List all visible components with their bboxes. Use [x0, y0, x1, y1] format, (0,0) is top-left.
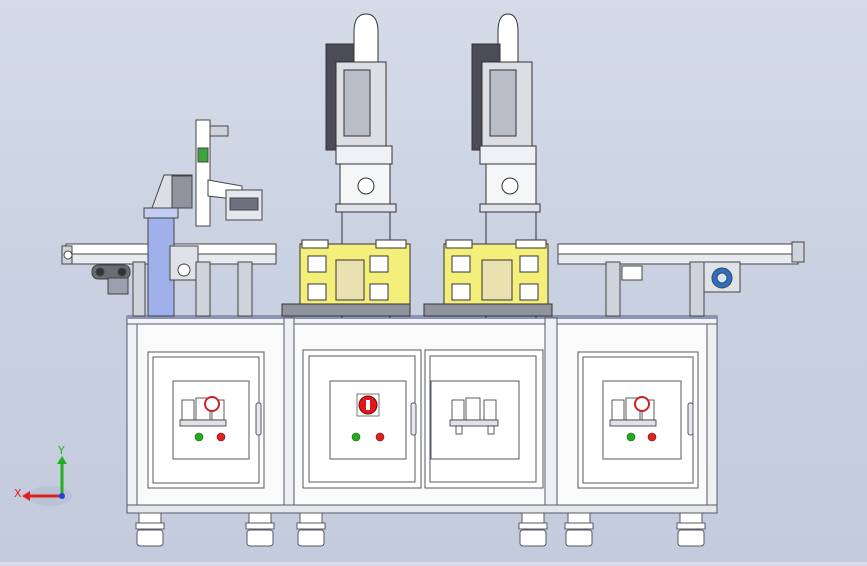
axis-x-label: X — [14, 487, 22, 500]
right-conveyor[interactable] — [557, 241, 805, 317]
red-stop-button[interactable] — [375, 432, 385, 442]
valve-red-knob — [204, 396, 220, 412]
green-start-button[interactable] — [194, 432, 204, 442]
axis-y-label: Y — [57, 444, 65, 457]
middle-right-valves — [449, 397, 499, 435]
leveling-feet — [135, 512, 706, 547]
red-stop-button[interactable] — [216, 432, 226, 442]
fixture-station-left[interactable] — [281, 239, 411, 317]
green-start-button[interactable] — [626, 432, 636, 442]
left-pick-station[interactable] — [132, 119, 263, 317]
pneumatic-valve-icon — [179, 397, 227, 427]
right-control-panel[interactable] — [609, 396, 657, 442]
green-start-button[interactable] — [351, 432, 361, 442]
fixture-station-right[interactable] — [423, 239, 553, 317]
coordinate-triad-icon — [22, 456, 72, 506]
robot-gearbox — [339, 163, 391, 205]
middle-control-panel[interactable] — [351, 393, 385, 442]
red-stop-button[interactable] — [647, 432, 657, 442]
scara-robot-left[interactable] — [325, 13, 397, 318]
left-control-panel[interactable] — [179, 396, 227, 442]
valve-red-knob — [634, 396, 650, 412]
scara-robot-right[interactable] — [471, 13, 541, 318]
